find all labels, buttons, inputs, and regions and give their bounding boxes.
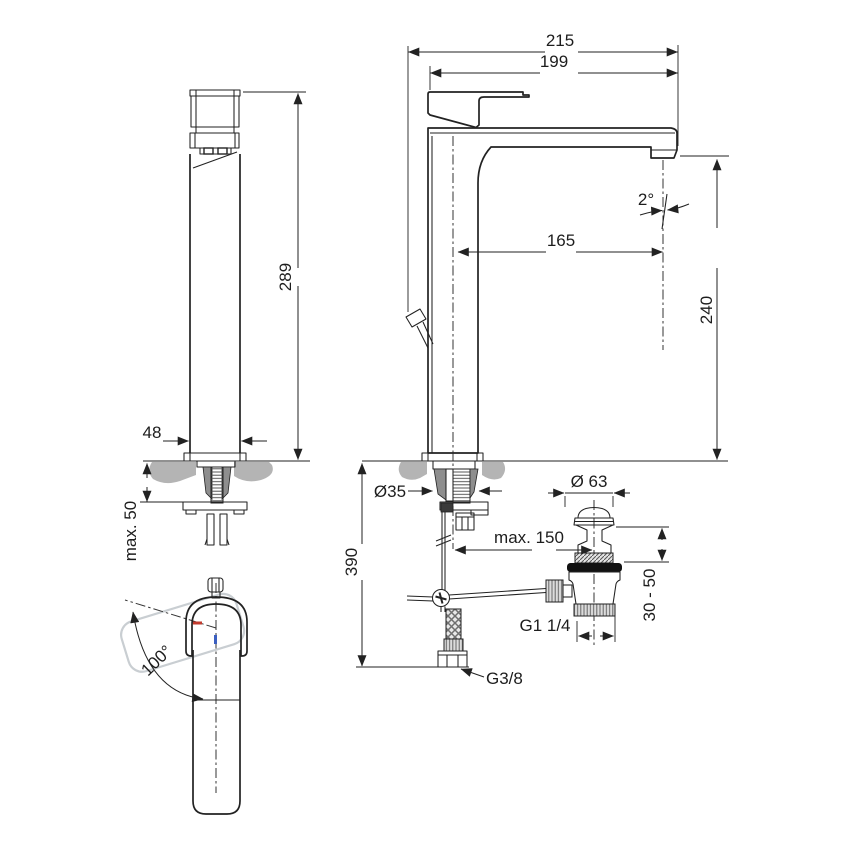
linkage-cross-joint bbox=[406, 587, 547, 612]
mounting-bracket bbox=[439, 501, 489, 511]
side-view bbox=[362, 91, 728, 668]
side-body-spout bbox=[427, 127, 678, 454]
dim-label-48: 48 bbox=[143, 423, 162, 442]
dim-label-390: 390 bbox=[342, 548, 361, 576]
dim-outlet-angle: 2° bbox=[638, 190, 690, 230]
dim-rod-reach: max. 150 bbox=[454, 528, 593, 555]
dimension-annotations: 215 199 289 48 max. 50 bbox=[121, 31, 729, 688]
dim-spout-reach: 165 bbox=[457, 160, 664, 350]
dim-hole-diameter: Ø35 bbox=[374, 482, 502, 501]
dim-spout-depth: 199 bbox=[429, 52, 678, 90]
drain-gasket bbox=[567, 563, 622, 572]
front-view bbox=[143, 89, 310, 546]
dim-label-165: 165 bbox=[547, 231, 575, 250]
flexible-hose bbox=[436, 608, 469, 668]
side-lever-handle bbox=[427, 91, 530, 129]
drain-thread-collar bbox=[574, 552, 614, 564]
hose-nut bbox=[436, 650, 469, 668]
mounting-nut bbox=[455, 512, 475, 531]
dim-label-2deg: 2° bbox=[638, 190, 654, 209]
dim-waste-clamp-range: 30 - 50 bbox=[616, 526, 669, 622]
dim-label-240: 240 bbox=[697, 296, 716, 324]
side-mounting-hardware bbox=[406, 460, 547, 668]
dim-label-g38: G3/8 bbox=[486, 669, 523, 688]
front-base-plate bbox=[183, 452, 247, 462]
dim-body-width: 48 bbox=[143, 423, 267, 446]
drain-rod-nut bbox=[545, 579, 573, 603]
dim-label-max150: max. 150 bbox=[494, 528, 564, 547]
dim-label-30-50: 30 - 50 bbox=[640, 569, 659, 622]
dim-below-deck-length: 390 bbox=[342, 463, 437, 668]
dim-label-g114: G1 1/4 bbox=[519, 616, 570, 635]
dim-deck-thickness: max. 50 bbox=[121, 463, 183, 561]
front-mounting-hardware bbox=[182, 460, 248, 546]
rotated-axis-line bbox=[124, 599, 217, 629]
dim-label-215: 215 bbox=[546, 31, 574, 50]
dim-waste-cap-diameter: Ø 63 bbox=[548, 472, 630, 507]
front-body-column bbox=[189, 151, 241, 453]
dim-label-289: 289 bbox=[276, 263, 295, 291]
dim-outlet-height: 240 bbox=[680, 155, 729, 460]
dim-label-max50: max. 50 bbox=[121, 501, 140, 561]
front-countertop bbox=[143, 460, 310, 484]
pop-up-pull-rod bbox=[435, 512, 452, 592]
drain-knurl-ring bbox=[573, 603, 616, 617]
drain-body bbox=[568, 571, 621, 617]
dim-label-d63: Ø 63 bbox=[571, 472, 608, 491]
dim-waste-thread: G1 1/4 bbox=[519, 610, 616, 642]
pull-rod-knob bbox=[405, 308, 434, 349]
dim-label-d35: Ø35 bbox=[374, 482, 406, 501]
side-countertop bbox=[362, 460, 728, 480]
popup-cap bbox=[573, 506, 615, 526]
dim-body-height: 289 bbox=[243, 91, 306, 460]
drain-assembly bbox=[545, 500, 622, 645]
dim-overall-depth: 215 bbox=[407, 31, 679, 312]
front-cartridge-collar bbox=[189, 132, 240, 155]
dim-label-199: 199 bbox=[540, 52, 568, 71]
top-view: 100° bbox=[120, 577, 248, 815]
dim-hose-thread: G3/8 bbox=[460, 668, 523, 688]
front-handle bbox=[189, 89, 241, 134]
horseshoe-washer bbox=[182, 501, 248, 511]
